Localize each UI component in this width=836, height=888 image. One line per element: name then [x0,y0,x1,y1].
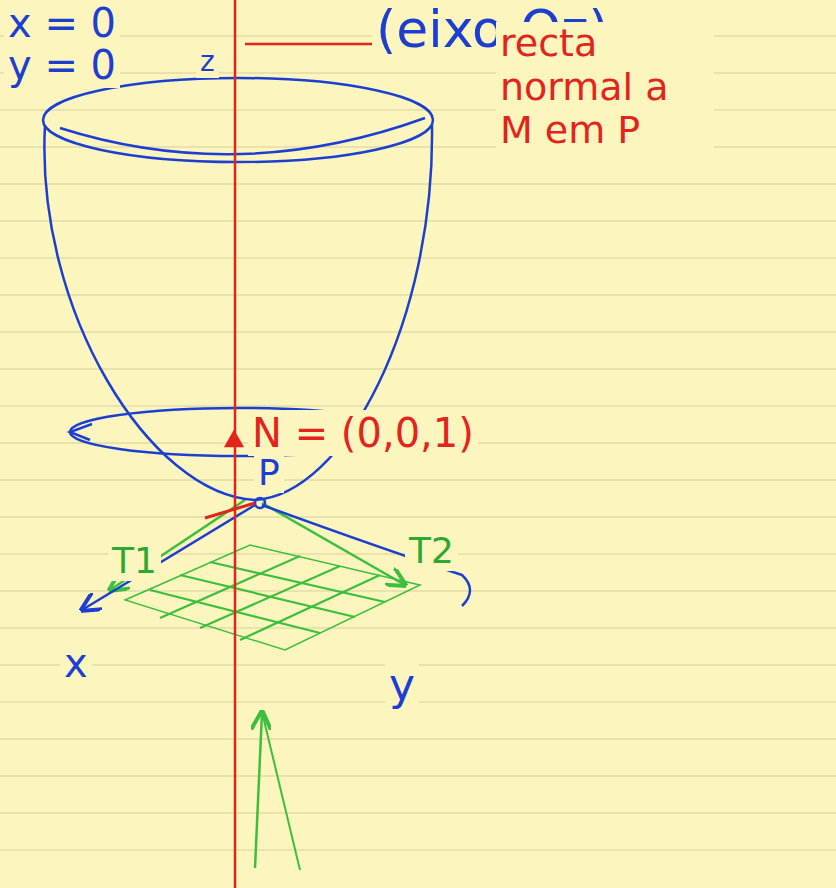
tangent-vector-label: T1 [108,540,161,581]
normal-line [205,0,488,888]
axis-name: x [60,640,92,686]
axis-name: y [385,660,419,711]
equation-label: x = 0 [4,0,120,46]
ruled-lines [0,36,836,850]
tangent-vector-label: T2 [405,530,458,571]
equation-label: y = 0 [4,42,120,88]
paraboloid-surface [43,78,470,610]
point-label: P [254,452,284,493]
axis-name: z [196,46,219,78]
normal-vector-label: N = (0,0,1) [248,410,478,456]
normal-note: recta normal a M em P [496,22,714,153]
